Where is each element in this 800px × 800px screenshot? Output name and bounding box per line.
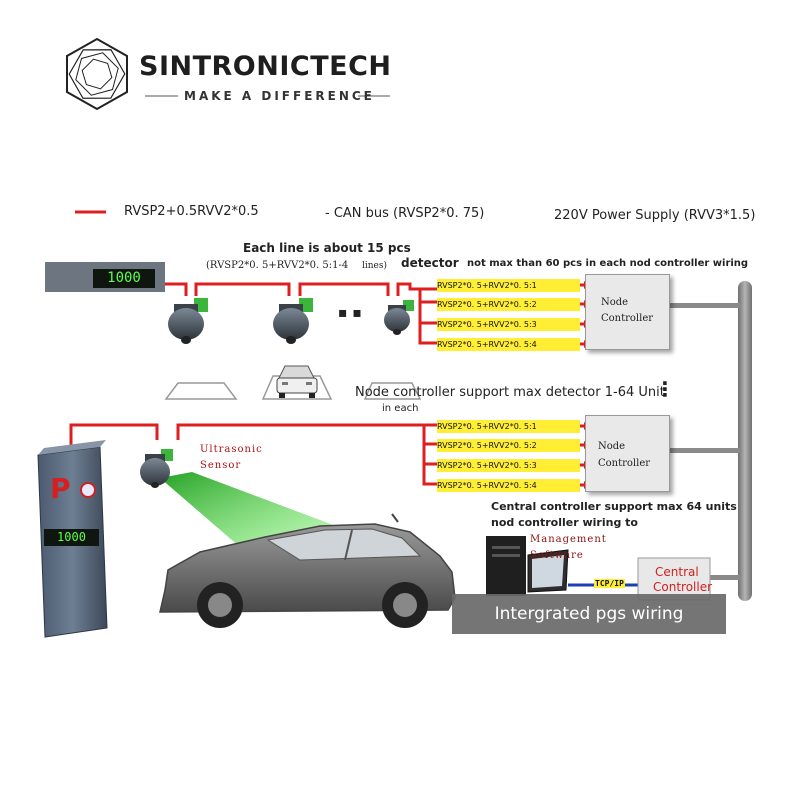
- vertical-dots: ⋮: [655, 377, 675, 401]
- sign-count-display: 1000: [44, 529, 99, 546]
- node1-wire-label-4: RVSP2*0. 5+RVV2*0. 5:4: [437, 338, 580, 351]
- node2-wire-label-3: RVSP2*0. 5+RVV2*0. 5:3: [437, 459, 580, 472]
- node2-wire-label-4: RVSP2*0. 5+RVV2*0. 5:4: [437, 479, 580, 492]
- central-support-note-2: nod controller wiring to: [491, 516, 638, 529]
- brand-tagline: MAKE A DIFFERENCE: [184, 89, 375, 103]
- detector-word: detector: [401, 256, 459, 270]
- ultrasonic-label-1: Ultrasonic: [200, 444, 263, 455]
- node-controller-2: Node Controller: [585, 415, 670, 492]
- node1-label-2: Controller: [601, 313, 654, 324]
- top-detector-wiring: [165, 282, 585, 346]
- ultrasonic-label-2: Sensor: [200, 460, 242, 471]
- in-each-note: in each: [382, 403, 419, 414]
- central-label-2: Controller: [653, 580, 713, 594]
- node2-label-1: Node: [598, 441, 626, 452]
- node1-wire-label-3: RVSP2*0. 5+RVV2*0. 5:3: [437, 318, 580, 331]
- central-support-note-1: Central controller support max 64 units: [491, 500, 737, 513]
- continuation-dots: ▪ ▪: [338, 305, 362, 321]
- detector-3-icon: [384, 300, 414, 335]
- parked-car-front-icon: [276, 365, 318, 398]
- detector-2-icon: [273, 298, 313, 344]
- lines-word: lines): [362, 261, 388, 271]
- car-silhouette-icon: [159, 513, 456, 628]
- node-support-note: Node controller support max detector 1-6…: [355, 385, 665, 400]
- central-controller-box: [637, 557, 711, 601]
- line-spec-note: (RVSP2*0. 5+RVV2*0. 5:1-4: [206, 260, 349, 271]
- legend-red-wire-label: RVSP2+0.5RVV2*0.5: [124, 204, 259, 219]
- management-label-1: Management: [530, 534, 607, 545]
- ultrasonic-sensor-icon: [140, 449, 173, 488]
- power-bus-bar: [738, 281, 752, 601]
- power-link-central: [710, 575, 740, 580]
- node-controller-1: Node Controller: [585, 274, 670, 350]
- detector-1-icon: [168, 298, 208, 344]
- detector-limit-note: not max than 60 pcs in each nod controll…: [467, 258, 749, 269]
- legend-can-bus-label: - CAN bus (RVSP2*0. 75): [325, 206, 485, 221]
- brand-name: SINTRONICTECH: [139, 51, 392, 82]
- node1-wire-label-1: RVSP2*0. 5+RVV2*0. 5:1: [437, 279, 580, 292]
- caption-banner: Intergrated pgs wiring: [452, 594, 726, 634]
- parking-letter: P: [50, 472, 71, 505]
- lower-detector-wiring: [69, 423, 585, 487]
- node2-wire-label-2: RVSP2*0. 5+RVV2*0. 5:2: [437, 439, 580, 452]
- top-count-display: 1000: [93, 269, 155, 288]
- power-link-node-1: [668, 303, 740, 308]
- tcp-ip-label: TCP/IP: [594, 579, 625, 588]
- node1-wire-label-2: RVSP2*0. 5+RVV2*0. 5:2: [437, 298, 580, 311]
- management-label-2: Software: [530, 550, 584, 561]
- power-link-node-2: [668, 448, 740, 453]
- parking-bay-3: [363, 382, 422, 400]
- brand-logo-icon: [66, 37, 128, 111]
- central-label-1: Central: [655, 565, 699, 579]
- parking-bay-1: [164, 382, 238, 400]
- management-workstation-icon: [486, 536, 569, 596]
- line-count-note: Each line is about 15 pcs: [243, 241, 411, 255]
- node2-label-2: Controller: [598, 458, 651, 469]
- node2-wire-label-1: RVSP2*0. 5+RVV2*0. 5:1: [437, 420, 580, 433]
- node1-label-1: Node: [601, 297, 629, 308]
- legend-power-label: 220V Power Supply (RVV3*1.5): [554, 208, 756, 223]
